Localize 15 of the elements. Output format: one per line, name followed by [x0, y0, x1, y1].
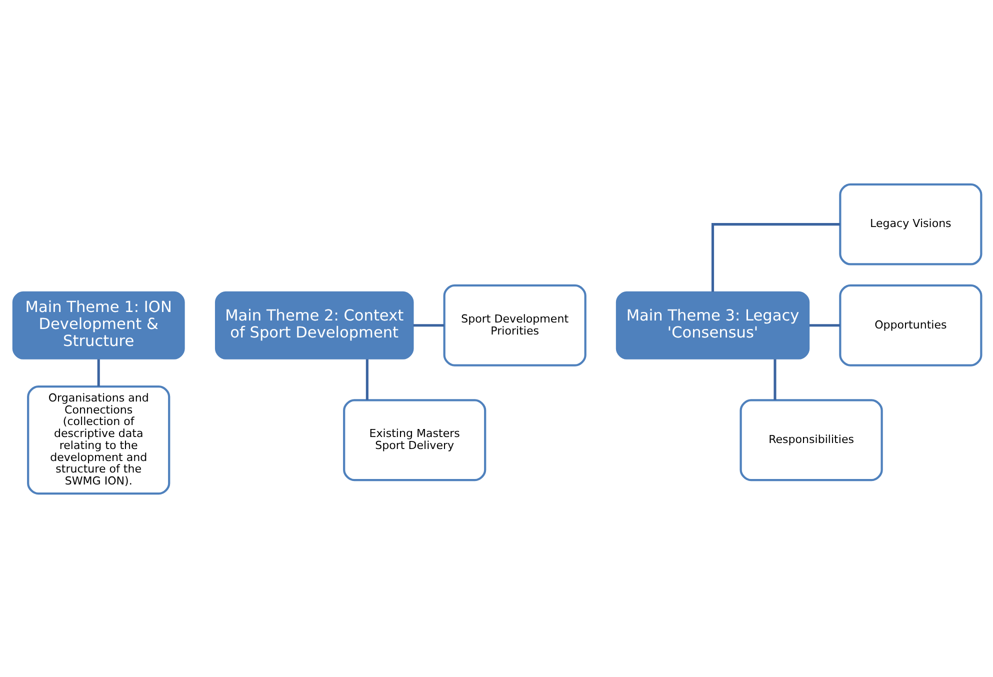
- node-box: Opportunties: [838, 284, 982, 366]
- node-box: Organisations and Connections (collection of descriptive data relating to the development and structure of the SWMG ION).: [26, 385, 170, 494]
- node-box: Existing Masters Sport Delivery: [342, 398, 486, 481]
- node-box: Responsibilities: [739, 398, 882, 481]
- node-box: Sport Development Priorities: [442, 284, 586, 366]
- connector: [711, 222, 840, 292]
- connector: [773, 358, 776, 400]
- connector: [808, 324, 840, 326]
- connector: [365, 358, 368, 400]
- connector: [96, 358, 100, 386]
- node-box: Main Theme 3: Legacy 'Consensus': [615, 290, 810, 359]
- node-box: Main Theme 2: Context of Sport Development: [214, 290, 414, 359]
- connector: [412, 324, 444, 326]
- node-box: Main Theme 1: ION Development & Structure: [12, 290, 184, 359]
- node-box: Legacy Visions: [838, 182, 982, 265]
